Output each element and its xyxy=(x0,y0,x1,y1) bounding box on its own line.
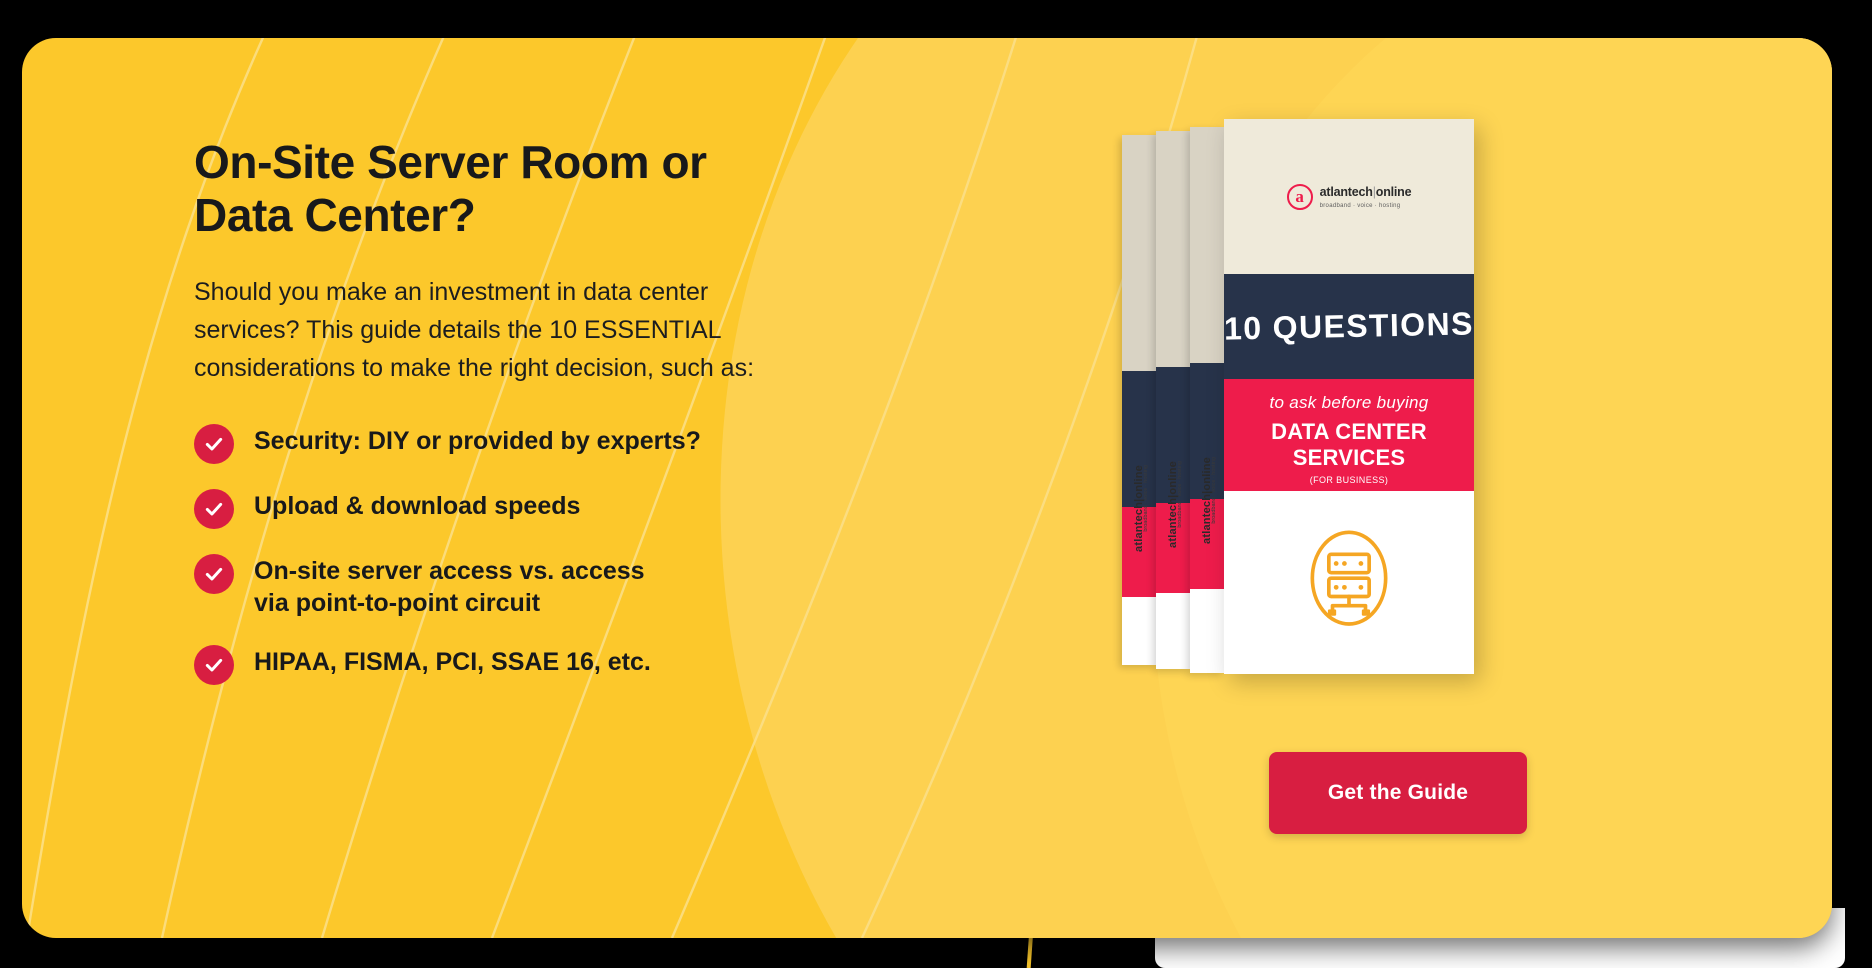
check-icon xyxy=(194,553,234,594)
cover-title: DATA CENTER SERVICES xyxy=(1271,419,1427,470)
check-icon xyxy=(194,488,234,529)
spine-sublabel: broadband · voice · hosting xyxy=(1177,461,1183,528)
check-icon xyxy=(194,644,234,685)
server-rack-icon xyxy=(1310,530,1388,626)
cover-headline: 10 QUESTIONS xyxy=(1224,305,1474,347)
spine-band-dark xyxy=(1190,363,1224,499)
spine-band-dark xyxy=(1156,367,1190,503)
logo-mark-icon: a xyxy=(1286,183,1313,210)
spine-band-red xyxy=(1156,503,1190,593)
logo-name: atlantech|online xyxy=(1319,185,1412,200)
subcopy-paragraph: Should you make an investment in data ce… xyxy=(194,277,755,382)
list-item: Security: DIY or provided by experts? xyxy=(194,421,894,464)
content-column: On-Site Server Room or Data Center? Shou… xyxy=(194,136,894,685)
atlantech-logo: a atlantech|online broadband · voice · h… xyxy=(1286,183,1412,210)
spine-band-white xyxy=(1190,589,1224,673)
book-spine: atlantech|online broadband · voice · hos… xyxy=(1122,135,1156,665)
spine-sublabel: broadband · voice · hosting xyxy=(1143,465,1149,532)
logo-name-secondary: online xyxy=(1375,185,1412,200)
cover-audience: (FOR BUSINESS) xyxy=(1309,475,1389,485)
book-spine: atlantech|online broadband · voice · hos… xyxy=(1156,131,1190,669)
book-front-cover: a atlantech|online broadband · voice · h… xyxy=(1224,119,1474,674)
benefit-list: Security: DIY or provided by experts? Up… xyxy=(194,421,894,685)
list-item-label: Security: DIY or provided by experts? xyxy=(254,426,701,455)
list-item-label: HIPAA, FISMA, PCI, SSAE 16, etc. xyxy=(254,647,651,676)
list-item-label: On-site server access vs. access via poi… xyxy=(254,556,645,618)
cover-logo-area: a atlantech|online broadband · voice · h… xyxy=(1224,119,1474,274)
logo-tagline: broadband · voice · hosting xyxy=(1319,203,1401,209)
book-spine: atlantech|online broadband · voice · hos… xyxy=(1190,127,1224,673)
list-item: HIPAA, FISMA, PCI, SSAE 16, etc. xyxy=(194,642,894,685)
spine-band-white xyxy=(1156,593,1190,669)
cover-icon-area xyxy=(1224,491,1474,674)
list-item: Upload & download speeds xyxy=(194,486,894,529)
spine-band-red xyxy=(1122,507,1156,597)
cover-eyebrow: to ask before buying xyxy=(1269,393,1429,412)
spine-band-white xyxy=(1122,597,1156,665)
logo-name-primary: atlantech xyxy=(1319,185,1373,200)
logo-separator: | xyxy=(1372,185,1376,200)
check-icon xyxy=(194,423,234,464)
logo-wordmark: atlantech|online broadband · voice · hos… xyxy=(1320,183,1412,209)
list-item: On-site server access vs. access via poi… xyxy=(194,551,894,620)
ebook-cover-image: atlantech|online broadband · voice · hos… xyxy=(1122,113,1542,683)
cover-title-band: to ask before buying DATA CENTER SERVICE… xyxy=(1224,379,1474,491)
spine-band-dark xyxy=(1122,371,1156,507)
spine-band-red xyxy=(1190,499,1224,589)
page-title: On-Site Server Room or Data Center? xyxy=(194,136,707,242)
list-item-label: Upload & download speeds xyxy=(254,491,581,520)
promo-card: On-Site Server Room or Data Center? Shou… xyxy=(22,38,1832,938)
spine-sublabel: broadband · voice · hosting xyxy=(1211,457,1217,524)
cover-headline-band: 10 QUESTIONS xyxy=(1224,274,1474,379)
get-the-guide-button[interactable]: Get the Guide xyxy=(1269,752,1527,834)
